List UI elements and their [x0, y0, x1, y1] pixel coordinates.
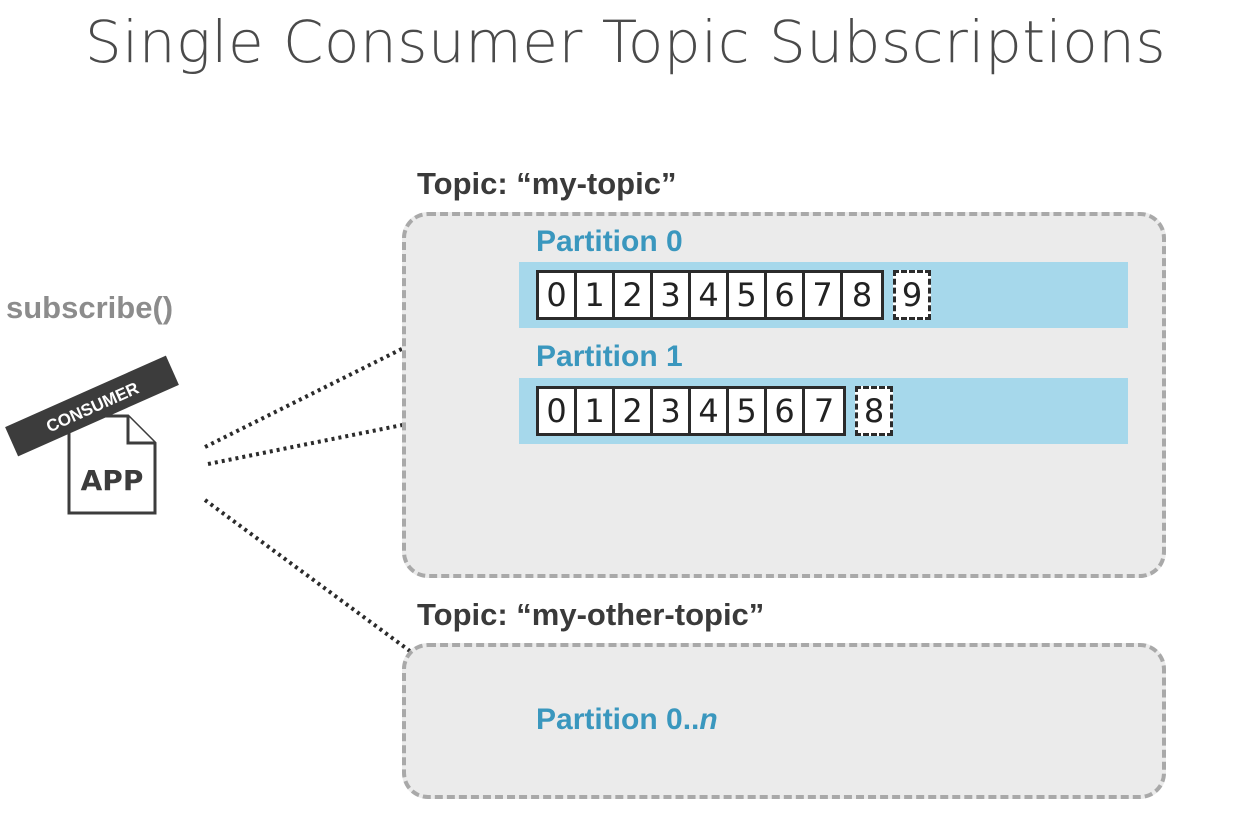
offset-cell: 3 [653, 273, 691, 317]
connector-partition-1 [207, 403, 503, 466]
slide-title: Single Consumer Topic Subscriptions [84, 8, 1167, 76]
partition-range-prefix: Partition 0.. [536, 703, 700, 736]
offset-cell: 4 [691, 273, 729, 317]
next-offset-cell-1: 8 [855, 386, 893, 436]
offset-cell: 2 [615, 389, 653, 433]
offset-cell: 6 [767, 389, 805, 433]
consumer-app-icon: APP CONSUMER [5, 355, 179, 515]
offset-cell: 0 [539, 389, 577, 433]
partition-range-suffix: n [699, 703, 718, 736]
offset-cell: 6 [767, 273, 805, 317]
app-label: APP [81, 464, 144, 497]
partition-label-0: Partition 0 [536, 225, 683, 258]
document-icon [67, 414, 157, 515]
topic-label-my-other-topic: Topic: “my-other-topic” [417, 597, 765, 632]
partition-range-label: Partition 0..n [536, 703, 718, 737]
offset-cell: 4 [691, 389, 729, 433]
topic-box-my-other-topic [402, 643, 1166, 799]
offset-cell: 7 [813, 392, 835, 430]
subscribe-call-label: subscribe() [6, 290, 174, 325]
offset-cell: 1 [577, 273, 615, 317]
partition-label-1: Partition 1 [536, 340, 683, 373]
partition-log-0: 0 1 2 3 4 5 6 7 8 [536, 270, 884, 320]
topic-label-my-topic: Topic: “my-topic” [417, 166, 677, 201]
offset-cell: 3 [653, 389, 691, 433]
offset-cell: 8 [851, 276, 873, 314]
offset-cell: 7 [805, 273, 843, 317]
offset-cell: 2 [615, 273, 653, 317]
offset-cell: 1 [577, 389, 615, 433]
offset-cell: 5 [729, 273, 767, 317]
offset-cell: 0 [539, 273, 577, 317]
partition-log-1: 0 1 2 3 4 5 6 7 [536, 386, 846, 436]
offset-cell: 5 [729, 389, 767, 433]
next-offset-cell-0: 9 [893, 270, 931, 320]
